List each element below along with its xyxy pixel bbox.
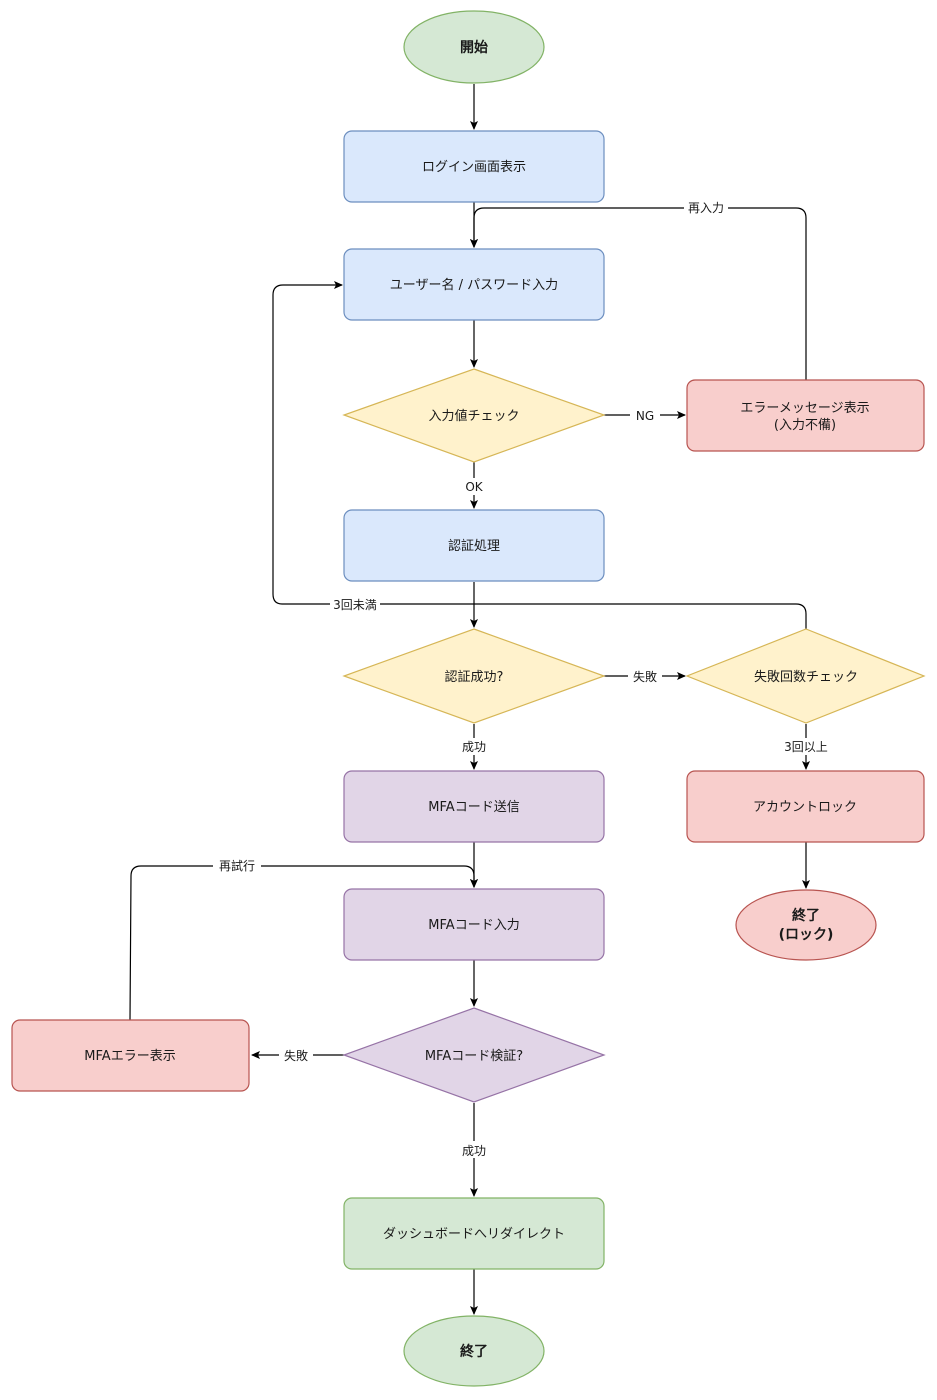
edge-label-over3: 3回以上: [784, 740, 828, 754]
mfa-input-label: MFAコード入力: [428, 918, 519, 933]
redirect-node: ダッシュボードへリダイレクト: [343, 1197, 605, 1270]
account-lock-label: アカウントロック: [753, 800, 857, 815]
edge-under3-loop: [272, 281, 807, 629]
start-label: 開始: [460, 39, 488, 56]
credentials-label: ユーザー名 / パスワード入力: [390, 277, 558, 293]
account-lock-node: アカウントロック: [686, 770, 925, 843]
mfa-send-label: MFAコード送信: [428, 800, 519, 815]
end-label: 終了: [460, 1343, 488, 1360]
credentials-node: ユーザー名 / パスワード入力: [343, 248, 605, 321]
mfa-input-node: MFAコード入力: [343, 888, 605, 961]
end-lock-label-line2: (ロック): [779, 927, 834, 943]
end-node: 終了: [403, 1315, 545, 1387]
auth-node: 認証処理: [343, 509, 605, 582]
edge-label-under3: 3回未満: [333, 598, 377, 612]
edge-label-reinput: 再入力: [688, 201, 724, 215]
input-error-label-line1: エラーメッセージ表示: [740, 401, 869, 416]
auth-success-label: 認証成功?: [445, 669, 504, 685]
nodes: 開始 ログイン画面表示 ユーザー名 / パスワード入力 入力値チェック エラーメ…: [11, 10, 926, 1387]
auth-success-decision: 認証成功?: [342, 628, 606, 724]
edge-label-ok: OK: [465, 480, 483, 494]
edge-label-verify-success: 成功: [462, 1144, 486, 1158]
mfa-error-node: MFAエラー表示: [11, 1019, 250, 1092]
login-screen-label: ログイン画面表示: [422, 160, 526, 175]
input-error-label-line2: (入力不備): [774, 417, 836, 433]
start-node: 開始: [403, 10, 545, 84]
redirect-label: ダッシュボードへリダイレクト: [383, 1227, 565, 1242]
edge-labels: 再入力 NG OK 3回未満 失敗 成功 3回以上 再試行 失敗 成功: [213, 199, 834, 1158]
mfa-verify-label: MFAコード検証?: [425, 1049, 523, 1064]
mfa-verify-decision: MFAコード検証?: [342, 1007, 606, 1103]
edge-label-ng: NG: [636, 409, 654, 423]
edge-label-auth-success: 成功: [462, 740, 486, 754]
edge-label-auth-fail: 失敗: [633, 669, 657, 684]
input-check-label: 入力値チェック: [428, 408, 519, 424]
end-lock-node: 終了 (ロック): [735, 889, 877, 961]
auth-label: 認証処理: [448, 538, 500, 554]
edges: [129, 84, 810, 1315]
edge-label-verify-fail: 失敗: [284, 1048, 308, 1063]
edge-reinput: [470, 207, 807, 380]
login-screen-node: ログイン画面表示: [343, 130, 605, 203]
mfa-error-label: MFAエラー表示: [84, 1049, 175, 1064]
fail-count-label: 失敗回数チェック: [754, 670, 858, 685]
end-lock-label-line1: 終了: [792, 907, 820, 924]
mfa-send-node: MFAコード送信: [343, 770, 605, 843]
input-error-node: エラーメッセージ表示 (入力不備): [686, 379, 925, 452]
edge-label-retry: 再試行: [219, 858, 255, 873]
edge-retry: [129, 865, 478, 1021]
input-check-decision: 入力値チェック: [342, 368, 606, 463]
fail-count-decision: 失敗回数チェック: [685, 628, 926, 724]
